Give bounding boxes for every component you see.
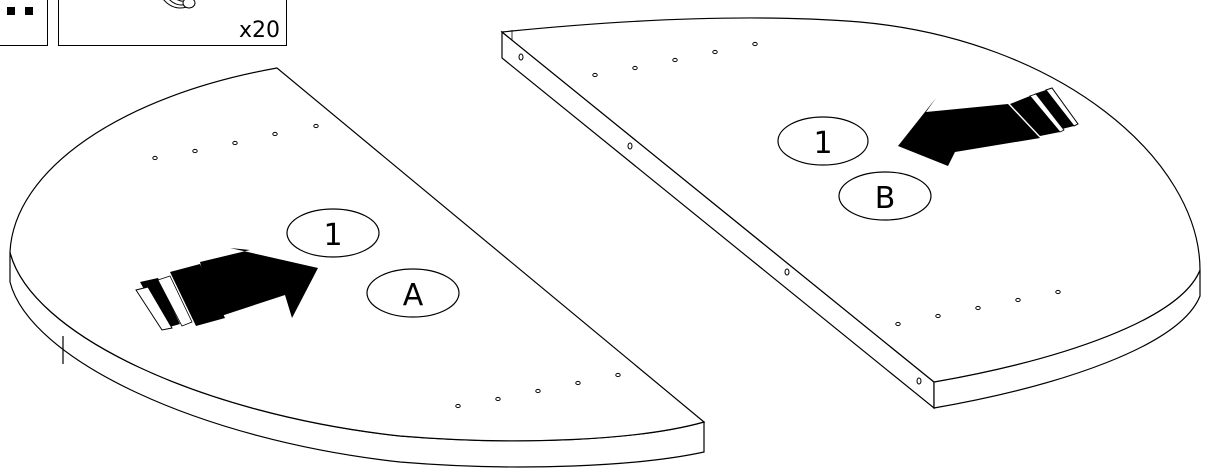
half-a-holes bbox=[152, 123, 621, 409]
label-step-b: 1 bbox=[777, 116, 869, 166]
fastener-icon bbox=[7, 7, 15, 15]
fastener-icon bbox=[25, 7, 33, 15]
screw-quantity: x20 bbox=[238, 18, 280, 43]
arrow-right-icon bbox=[135, 248, 318, 331]
half-b-edge-holes bbox=[518, 53, 922, 385]
parts-box-cropped bbox=[0, 0, 48, 46]
label-piece-a: A bbox=[366, 268, 460, 318]
step-number-b: 1 bbox=[813, 126, 832, 161]
label-piece-b: B bbox=[838, 171, 932, 221]
step-number-a: 1 bbox=[323, 218, 342, 253]
arrow-left-icon bbox=[898, 87, 1079, 166]
table-top-half-a bbox=[9, 67, 706, 468]
piece-letter-b: B bbox=[875, 181, 896, 216]
screw-icon bbox=[163, 0, 196, 9]
parts-box-screws: x20 bbox=[58, 0, 287, 46]
label-step-a: 1 bbox=[286, 208, 380, 258]
half-a-top-face bbox=[9, 67, 706, 442]
piece-letter-a: A bbox=[403, 278, 424, 313]
half-b-holes bbox=[592, 41, 1061, 327]
